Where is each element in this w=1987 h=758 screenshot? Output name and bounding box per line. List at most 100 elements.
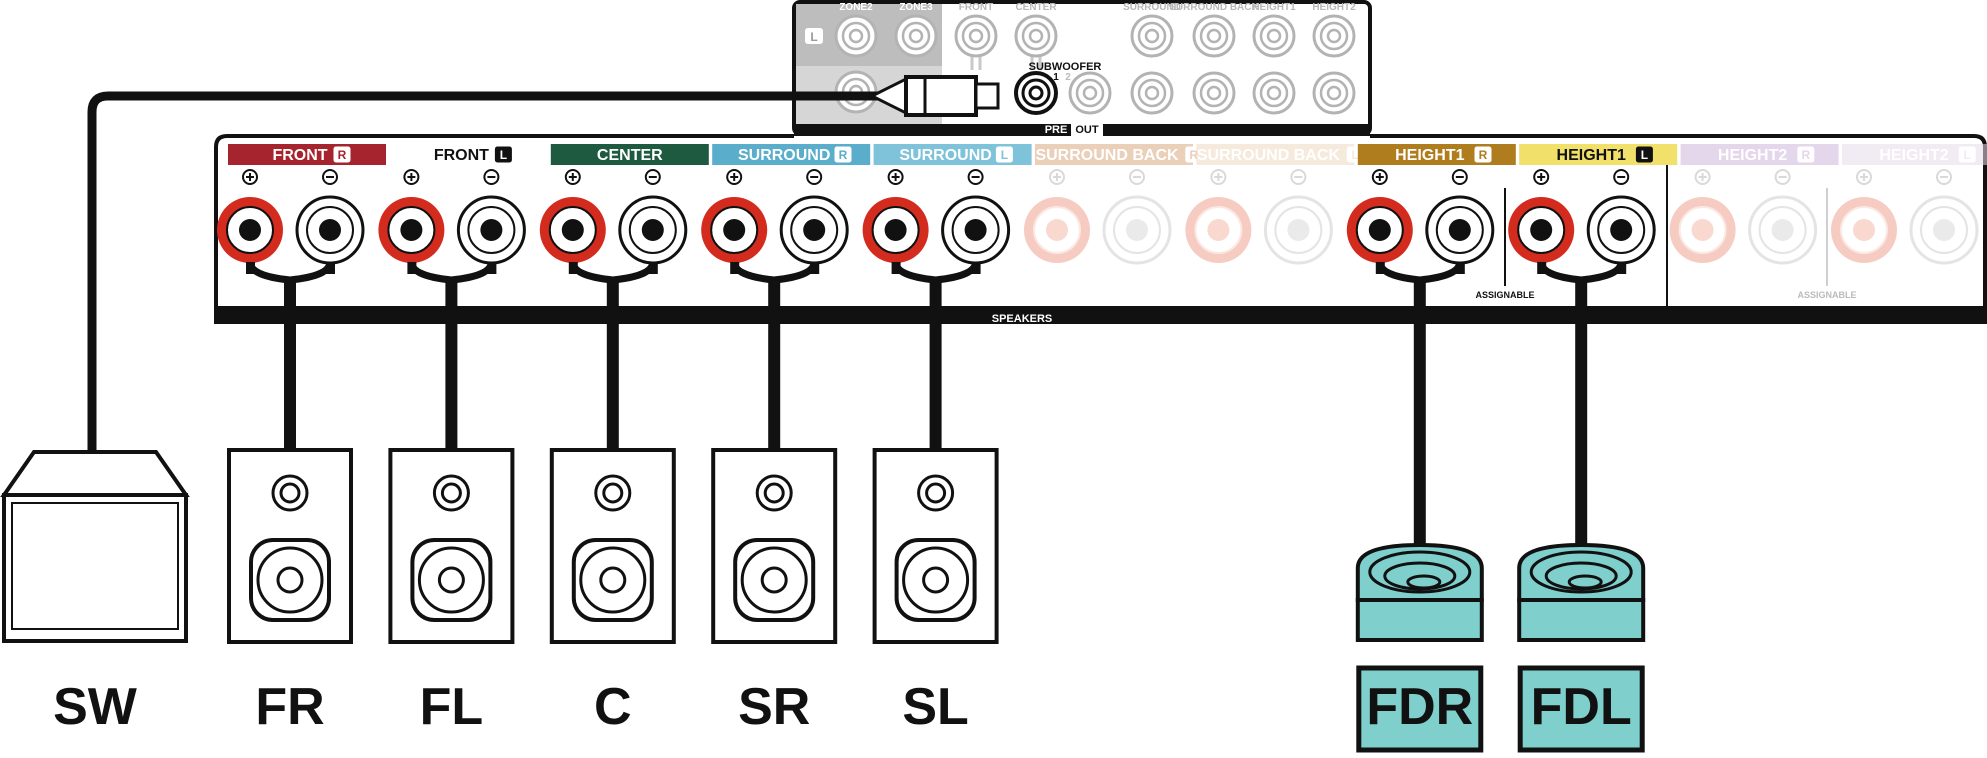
speaker-wire-loop [569, 261, 657, 284]
panel-base-bar [214, 306, 1987, 324]
speaker-label-sw: SW [53, 678, 138, 736]
preout-label: HEIGHT2 [1312, 2, 1356, 13]
side-badge [494, 146, 512, 163]
rca-jack-ring [1259, 78, 1289, 108]
module-driver-center [1567, 574, 1603, 590]
speaker-label-sl: SL [902, 678, 968, 736]
subwoofer-jack-pin [1028, 85, 1044, 101]
subwoofer-front [2, 493, 188, 643]
speaker-wire-loop [246, 261, 334, 284]
side-badge [1474, 146, 1492, 163]
negative-terminal-hole [964, 219, 987, 241]
speaker-cabinet [549, 448, 676, 644]
rca-jack-ring [1319, 21, 1349, 51]
negative-terminal-hole [1126, 219, 1148, 241]
woofer-cap [922, 566, 950, 594]
speaker-wire-loop [892, 261, 980, 284]
rca-jack-pin [1082, 85, 1098, 101]
preout-label: ZONE3 [899, 2, 933, 13]
tweeter-dome [763, 482, 785, 504]
speaker-label-c: C [594, 678, 632, 736]
woofer-cap [599, 566, 627, 594]
speaker-label-fdl: FDL [1531, 678, 1632, 736]
rca-jack-ring [1021, 21, 1051, 51]
negative-terminal-hole [641, 219, 664, 241]
positive-terminal-hole [1853, 219, 1875, 241]
speaker-label-sr: SR [738, 678, 810, 736]
positive-terminal-hole [1691, 219, 1714, 241]
speaker-cabinet [711, 448, 838, 644]
speaker-cabinet [872, 448, 999, 644]
speaker-label-fdr: FDR [1366, 678, 1473, 736]
speaker-wire-loop [1537, 261, 1625, 284]
label-box [1517, 665, 1645, 753]
label-box [1356, 665, 1484, 753]
pre-label: PRE [1045, 124, 1068, 136]
side-badge-text: L [500, 148, 507, 162]
module-driver-center [1406, 574, 1442, 590]
out-badge [1071, 123, 1103, 136]
subwoofer-grille [11, 502, 179, 630]
positive-terminal-hole [561, 219, 584, 241]
preout-label: CENTER [1015, 2, 1057, 13]
height-module [1355, 542, 1484, 642]
terminal-name: HEIGHT1 [1395, 147, 1464, 164]
rca-jack-ring [1137, 21, 1167, 51]
speaker-wire-loop [407, 261, 495, 284]
subwoofer-cable [87, 75, 1000, 452]
rca-jack-pin [1028, 28, 1044, 44]
positive-terminal-hole [400, 219, 423, 241]
speaker-label-fr: FR [255, 678, 324, 736]
speaker-wire-loop [1376, 261, 1464, 284]
preout-label: HEIGHT1 [1252, 2, 1296, 13]
rca-jack-pin [1144, 28, 1160, 44]
rca-jack-pin [908, 28, 924, 44]
speaker-cabinet [227, 448, 353, 644]
side-badge-text: R [839, 148, 848, 162]
woofer-cap [760, 566, 788, 594]
terminal-name: HEIGHT2 [1718, 147, 1787, 164]
side-badge-text: L [1641, 148, 1648, 162]
side-badge-text: R [1189, 148, 1198, 162]
side-badge-text: L [1964, 148, 1971, 162]
module-base [1517, 598, 1646, 642]
module-base [1355, 598, 1484, 642]
tweeter-dome [440, 482, 462, 504]
terminal-label-strip [1035, 144, 1193, 165]
terminal-name: FRONT [434, 147, 489, 164]
preout-label: SURROUND [1123, 2, 1181, 13]
rca-jack-pin [1206, 28, 1222, 44]
assignable-label-2: ASSIGNABLE [1797, 290, 1856, 300]
rca-plug-tip [974, 82, 1000, 110]
side-badge-text: R [338, 148, 347, 162]
terminal-group: CENTER [539, 144, 709, 274]
preout-label: ZONE2 [839, 2, 873, 13]
negative-terminal-hole [1610, 219, 1633, 241]
negative-terminal-hole [1448, 219, 1471, 241]
rca-jack-pin [848, 28, 864, 44]
side-badge [995, 146, 1013, 163]
preout-label: FRONT [959, 2, 993, 13]
terminal-name: FRONT [272, 147, 327, 164]
terminal-label-strip [1842, 144, 1987, 165]
positive-terminal-hole [884, 219, 907, 241]
subwoofer-label: SUBWOOFER [1029, 61, 1102, 73]
assignable-label-1: ASSIGNABLE [1475, 290, 1534, 300]
subwoofer-top [0, 450, 190, 497]
subwoofer-jack-ring [1021, 78, 1051, 108]
rca-jack-ring [901, 21, 931, 51]
rca-jack-ring [1199, 78, 1229, 108]
positive-terminal-hole [1368, 219, 1391, 241]
negative-terminal-hole [1933, 219, 1955, 241]
negative-terminal-hole [480, 219, 503, 241]
